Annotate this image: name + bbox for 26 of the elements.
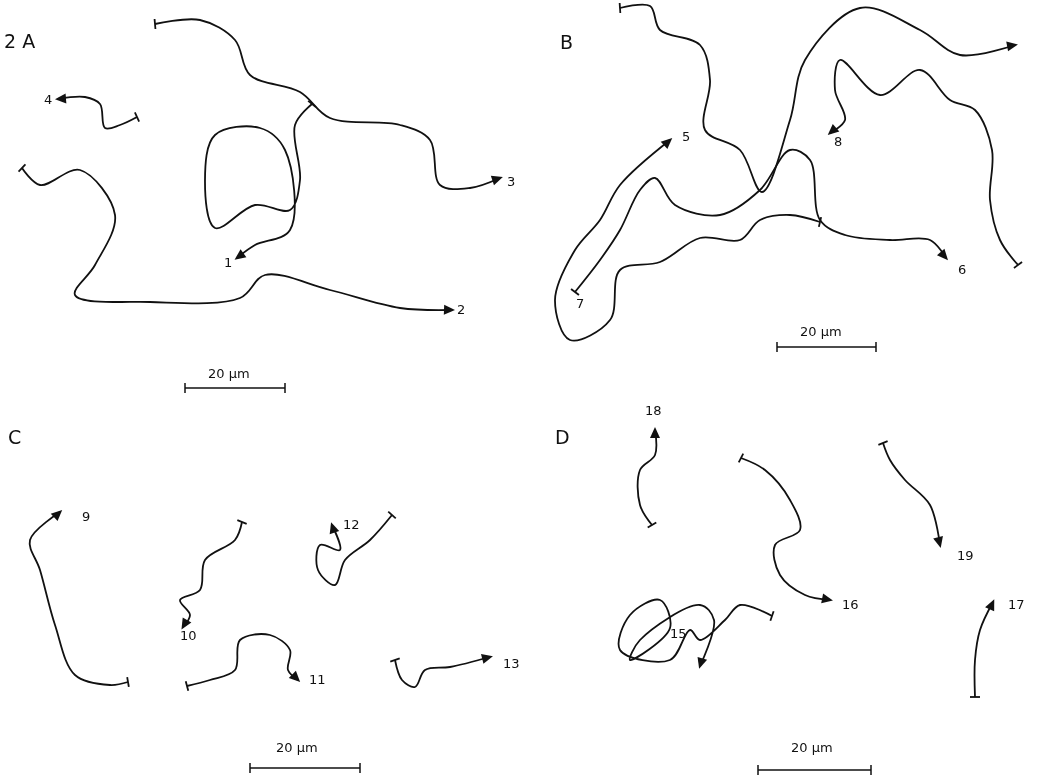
track-number: 10 bbox=[180, 629, 197, 642]
track-number: 16 bbox=[842, 598, 859, 611]
track-number: 8 bbox=[834, 135, 843, 148]
panel-label: D bbox=[555, 428, 570, 447]
track-number: 7 bbox=[576, 297, 585, 310]
track-number: 4 bbox=[44, 93, 53, 106]
track-number: 6 bbox=[958, 263, 967, 276]
panel-label: B bbox=[560, 33, 574, 52]
panel-label: 2 A bbox=[4, 32, 36, 51]
track-number: 11 bbox=[309, 673, 326, 686]
track-number: 1 bbox=[224, 256, 233, 269]
track-number: 19 bbox=[957, 549, 974, 562]
track-number: 5 bbox=[682, 130, 691, 143]
track-number: 17 bbox=[1008, 598, 1025, 611]
track-number: 12 bbox=[343, 518, 360, 531]
scale-label: 20 µm bbox=[276, 741, 318, 754]
scale-label: 20 µm bbox=[791, 741, 833, 754]
track-number: 9 bbox=[82, 510, 91, 523]
track-number: 15 bbox=[670, 627, 687, 640]
track-number: 2 bbox=[457, 303, 466, 316]
scale-label: 20 µm bbox=[208, 367, 250, 380]
track-number: 13 bbox=[503, 657, 520, 670]
scale-label: 20 µm bbox=[800, 325, 842, 338]
track-number: 3 bbox=[507, 175, 516, 188]
panel-label: C bbox=[8, 428, 22, 447]
track-number: 18 bbox=[645, 404, 662, 417]
